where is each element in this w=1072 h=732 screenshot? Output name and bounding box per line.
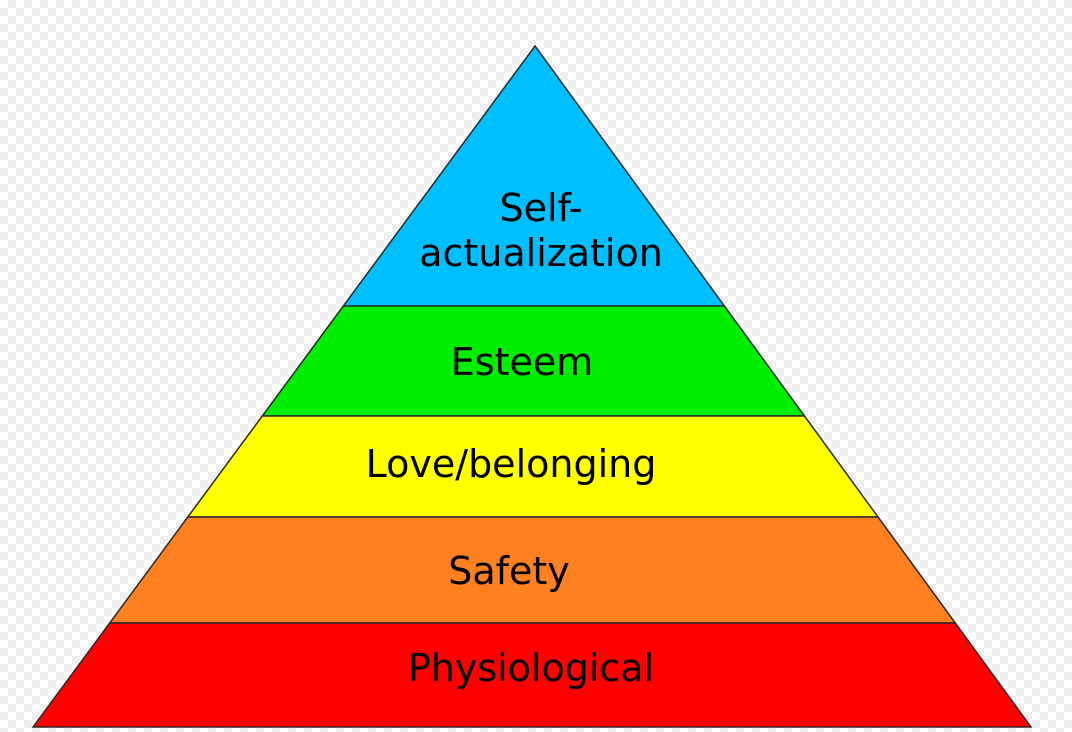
tier-label-esteem: Esteem xyxy=(451,340,593,384)
pyramid-tier-self-actualization: Self-actualization xyxy=(341,44,726,307)
tier-shape-physiological xyxy=(31,622,1033,728)
tier-label-self-actualization-line-1: Self- xyxy=(499,186,582,230)
pyramid-tier-safety: Safety xyxy=(108,516,957,624)
pyramid-tier-love-belonging: Love/belonging xyxy=(186,415,880,518)
tier-label-safety: Safety xyxy=(448,549,570,593)
pyramid-tier-physiological: Physiological xyxy=(31,622,1033,728)
pyramid-tier-esteem: Esteem xyxy=(260,305,806,417)
tier-label-physiological: Physiological xyxy=(408,646,654,690)
tier-label-love-belonging: Love/belonging xyxy=(366,442,657,486)
tier-label-self-actualization-line-2: actualization xyxy=(419,231,663,275)
